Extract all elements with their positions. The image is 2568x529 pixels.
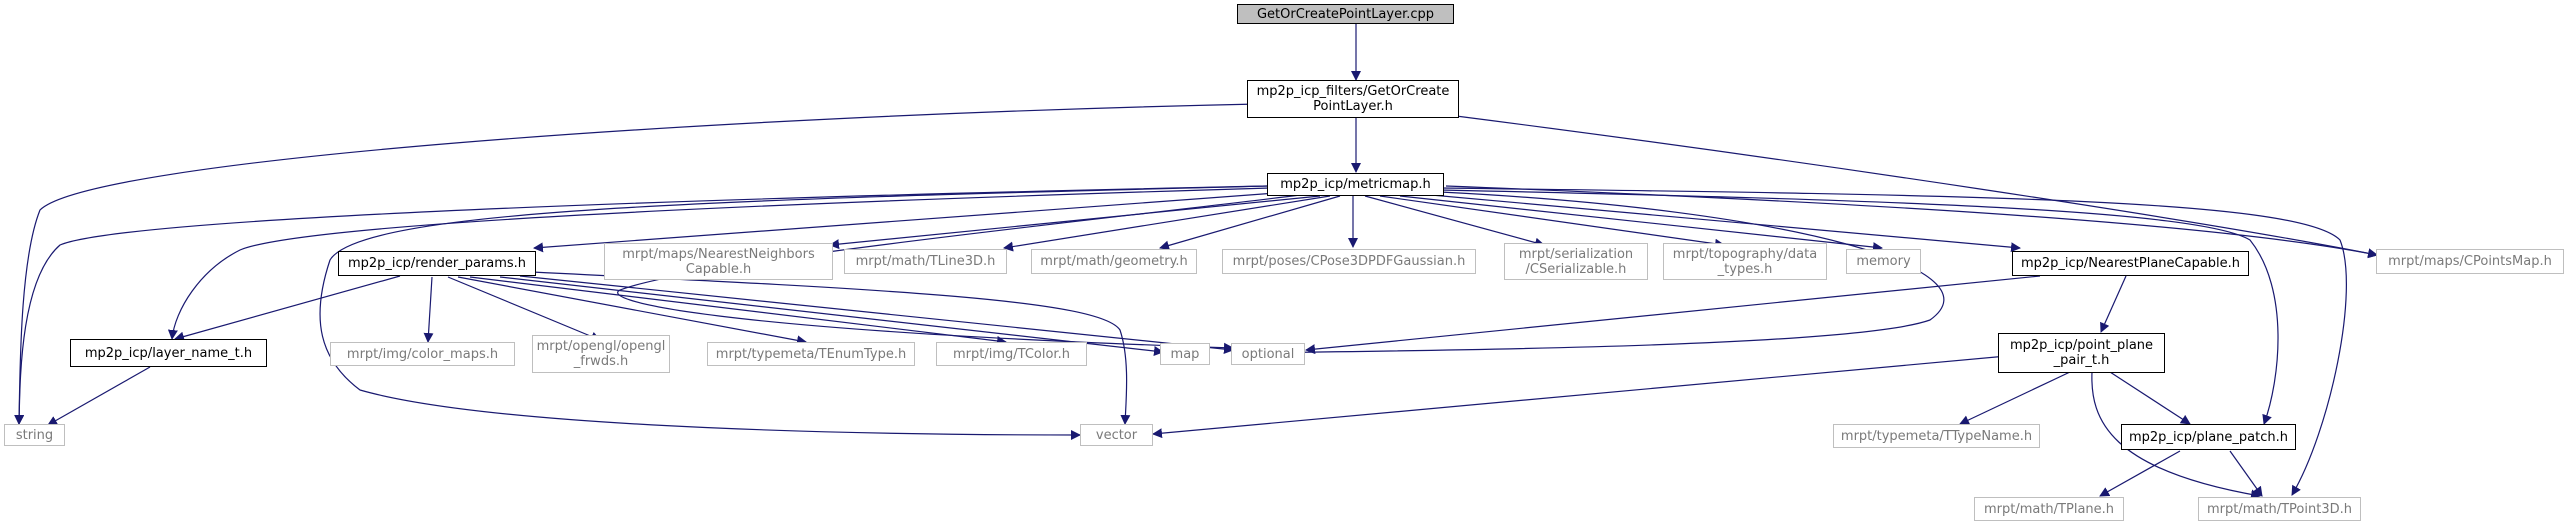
edge-getorcreate-to-string <box>14 103 1259 425</box>
node-nearestplanecapable-h[interactable]: mp2p_icp/NearestPlaneCapable.h <box>2012 251 2249 276</box>
node-color-maps-h[interactable]: mrpt/img/color_maps.h <box>330 342 515 366</box>
node-geometry-h[interactable]: mrpt/math/geometry.h <box>1031 249 1197 274</box>
node-tcolor-h[interactable]: mrpt/img/TColor.h <box>936 342 1087 366</box>
edge-metricmap-to-cserial <box>1364 195 1545 248</box>
node-render-params-h[interactable]: mp2p_icp/render_params.h <box>338 251 536 276</box>
node-opengl-frwds-h[interactable]: mrpt/opengl/opengl _frwds.h <box>532 335 670 373</box>
edge-metricmap-to-nearestplane <box>1419 193 2021 253</box>
node-cpose3dpdfgaussian-h[interactable]: mrpt/poses/CPose3DPDFGaussian.h <box>1222 249 1476 274</box>
node-layer-name-t-h[interactable]: mp2p_icp/layer_name_t.h <box>70 339 267 367</box>
edge-plane-patch-to-tpoint3d <box>2229 450 2263 497</box>
edge-metricmap-to-memory <box>1399 195 1883 253</box>
edge-nearestplane-to-point-plane <box>2100 275 2127 333</box>
node-topography-data-types-h[interactable]: mrpt/topography/data _types.h <box>1663 243 1827 280</box>
edge-metricmap-to-render-params <box>533 191 1291 253</box>
edge-metricmap-to-plane-patch <box>1439 189 2279 425</box>
node-tenumtype-h[interactable]: mrpt/typemeta/TEnumType.h <box>707 342 915 366</box>
edge-nearestplane-to-optional <box>1305 275 2041 355</box>
node-optional[interactable]: optional <box>1231 343 1305 365</box>
edge-metricmap-to-geometry <box>1159 195 1341 251</box>
edge-metricmap-to-cpointsmap <box>1445 185 2378 259</box>
node-map[interactable]: map <box>1160 343 1210 365</box>
edge-metricmap-to-layer-name <box>167 187 1271 340</box>
edge-metricmap-to-optional <box>617 194 1301 353</box>
node-nearestneighbors-capable-h[interactable]: mrpt/maps/NearestNeighbors Capable.h <box>604 243 833 280</box>
node-cpointsmap-h[interactable]: mrpt/maps/CPointsMap.h <box>2376 249 2564 274</box>
node-cserializable-h[interactable]: mrpt/serialization /CSerializable.h <box>1504 243 1648 280</box>
edge-point-plane-to-plane-patch <box>2109 371 2191 425</box>
edge-point-plane-to-ttypename <box>1959 371 2071 425</box>
edge-metricmap-to-tpoint3d <box>1439 187 2347 496</box>
node-tplane-h[interactable]: mrpt/math/TPlane.h <box>1974 497 2124 521</box>
edge-metricmap-to-nn-capable <box>829 195 1321 250</box>
edge-render-params-to-layer-name <box>174 275 401 342</box>
edge-metricmap-to-string <box>14 185 1269 425</box>
edge-layer-name-to-string <box>47 366 151 426</box>
edge-metricmap-to-vector <box>319 185 1269 440</box>
node-vector[interactable]: vector <box>1080 424 1153 446</box>
edge-metricmap-to-topo <box>1379 195 1725 249</box>
node-ttypename-h[interactable]: mrpt/typemeta/TTypeName.h <box>1833 424 2040 448</box>
node-string[interactable]: string <box>4 424 65 446</box>
edge-render-params-to-tenum <box>457 276 807 346</box>
edge-point-plane-to-tpoint3d <box>2091 371 2261 500</box>
node-plane-patch-h[interactable]: mp2p_icp/plane_patch.h <box>2121 424 2296 450</box>
edge-render-params-to-vector <box>531 271 1131 425</box>
node-tpoint3d-h[interactable]: mrpt/math/TPoint3D.h <box>2198 497 2361 521</box>
node-root-file[interactable]: GetOrCreatePointLayer.cpp <box>1237 4 1454 24</box>
node-tline3d-h[interactable]: mrpt/math/TLine3D.h <box>844 249 1007 274</box>
edge-render-params-to-map <box>499 276 1164 356</box>
edge-render-params-to-color-maps <box>423 276 434 343</box>
edge-metricmap-to-map <box>1242 191 1945 358</box>
edge-getorcreate-to-cpointsmap <box>1455 115 2378 259</box>
node-metricmap-h[interactable]: mp2p_icp/metricmap.h <box>1267 173 1444 196</box>
node-memory[interactable]: memory <box>1846 249 1921 274</box>
node-getorcreate-pointlayer-h[interactable]: mp2p_icp_filters/GetOrCreate PointLayer.… <box>1247 80 1459 118</box>
edge-render-params-to-optional <box>519 275 1234 355</box>
edge-plane-patch-to-tplane <box>2099 450 2181 497</box>
edge-render-params-to-tcolor <box>469 276 1007 346</box>
edge-render-params-to-opengl <box>447 276 601 342</box>
edge-metricmap-to-tline3d <box>1003 195 1331 252</box>
edge-point-plane-to-vector <box>1152 355 2008 439</box>
node-point-plane-pair-t-h[interactable]: mp2p_icp/point_plane _pair_t.h <box>1998 333 2165 373</box>
